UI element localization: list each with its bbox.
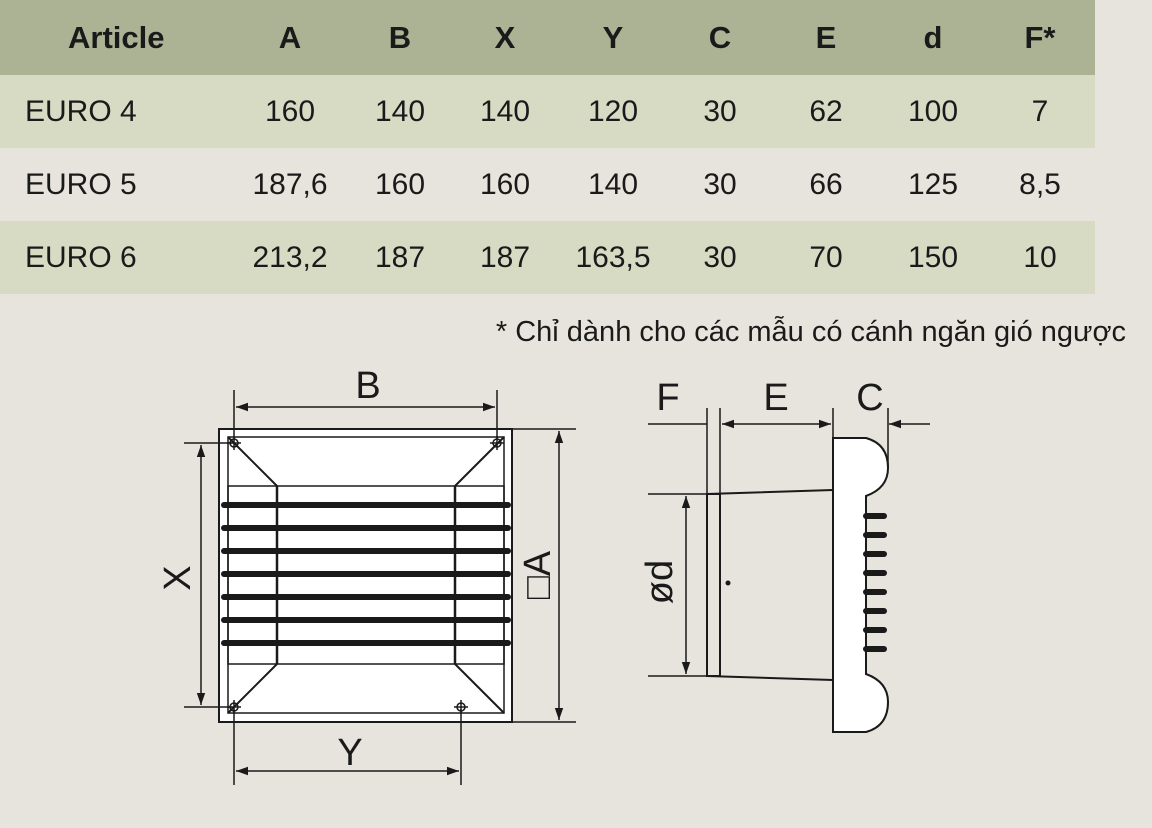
table-row: EURO 5 187,6 160 160 140 30 66 125 8,5	[0, 148, 1095, 221]
label-x: X	[157, 565, 199, 590]
front-corner-lines	[227, 436, 505, 714]
table-row: EURO 6 213,2 187 187 163,5 30 70 150 10	[0, 221, 1095, 294]
cell-y: 140	[587, 167, 639, 201]
cell-f: 8,5	[1019, 167, 1061, 201]
header-c: C	[708, 19, 732, 55]
dimension-y	[233, 709, 462, 785]
cell-d: 125	[907, 167, 959, 201]
cell-e: 62	[809, 94, 843, 128]
header-b: B	[388, 19, 412, 55]
header-f: F*	[1024, 19, 1056, 55]
cell-a: 187,6	[252, 167, 328, 201]
cell-b: 160	[374, 167, 426, 201]
header-y: Y	[602, 19, 624, 55]
cell-e: 66	[809, 167, 843, 201]
label-y: Y	[337, 732, 362, 774]
cell-article: EURO 6	[25, 240, 137, 274]
cell-e: 70	[809, 240, 843, 274]
cell-x: 140	[479, 94, 531, 128]
table-row: EURO 4 160 140 140 120 30 62 100 7	[0, 75, 1095, 148]
header-e: E	[815, 19, 837, 55]
label-a: □A	[517, 550, 559, 599]
cell-c: 30	[703, 167, 737, 201]
side-louver-ribs	[863, 513, 887, 652]
label-f: F	[656, 377, 679, 419]
cell-y: 163,5	[575, 240, 651, 274]
louver-slats	[221, 502, 511, 646]
cell-f: 7	[1031, 94, 1049, 128]
dimension-fec	[648, 408, 930, 494]
cell-article: EURO 4	[25, 94, 137, 128]
spigot-flap	[706, 493, 721, 677]
side-view	[648, 408, 930, 733]
label-c: C	[856, 377, 883, 419]
cell-y: 120	[587, 94, 639, 128]
table-header-row: Article A B X Y C E d F*	[0, 0, 1095, 75]
dimension-d	[648, 493, 707, 677]
cell-d: 150	[907, 240, 959, 274]
cell-b: 187	[374, 240, 426, 274]
label-b: B	[355, 365, 380, 407]
cell-a: 160	[264, 94, 316, 128]
dimension-a	[512, 428, 576, 723]
header-article: Article	[68, 19, 165, 55]
header-a: A	[278, 19, 302, 55]
header-d: d	[923, 19, 943, 55]
cell-a: 213,2	[252, 240, 328, 274]
cell-x: 160	[479, 167, 531, 201]
cell-x: 187	[479, 240, 531, 274]
cell-c: 30	[703, 94, 737, 128]
label-d: ød	[639, 560, 681, 604]
spigot-outline	[706, 489, 834, 681]
dimension-x	[184, 442, 232, 708]
front-view	[184, 390, 576, 785]
cell-d: 100	[907, 94, 959, 128]
dimension-b	[233, 390, 498, 440]
label-e: E	[763, 377, 788, 419]
dimensions-table: Article A B X Y C E d F* EURO 4 160 140 …	[0, 0, 1095, 294]
cell-f: 10	[1023, 240, 1057, 274]
cell-article: EURO 5	[25, 167, 137, 201]
front-cover-profile	[832, 437, 890, 733]
cell-c: 30	[703, 240, 737, 274]
center-mark	[725, 580, 731, 586]
header-x: X	[494, 19, 516, 55]
footnote: * Chỉ dành cho các mẫu có cánh ngăn gió …	[495, 316, 1126, 348]
cell-b: 140	[374, 94, 426, 128]
